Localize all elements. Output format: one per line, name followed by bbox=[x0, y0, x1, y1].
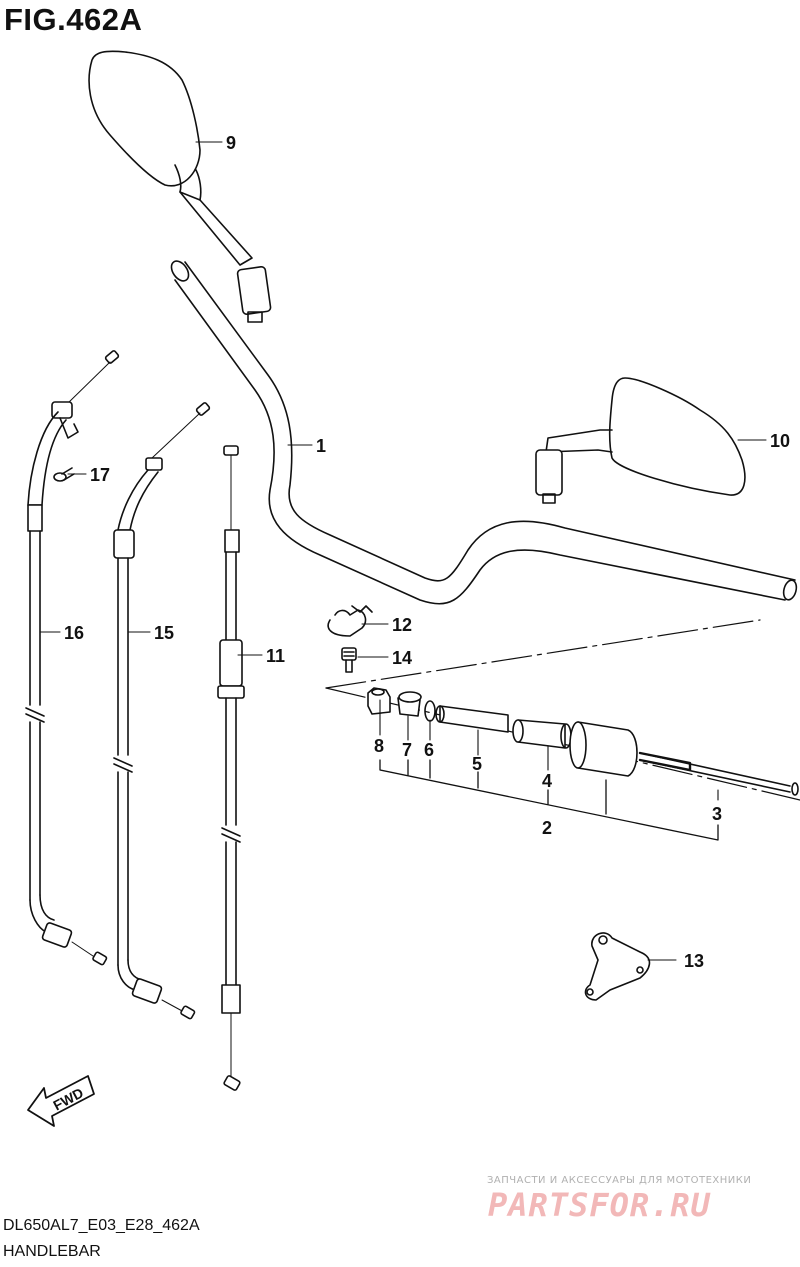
mirror-right-part bbox=[535, 377, 746, 504]
callout-17: 17 bbox=[90, 465, 110, 485]
callout-4: 4 bbox=[542, 771, 552, 791]
figure-title: FIG.462A bbox=[4, 2, 143, 37]
callout-8: 8 bbox=[374, 736, 384, 756]
callout-13: 13 bbox=[684, 951, 704, 971]
callout-15: 15 bbox=[154, 623, 174, 643]
watermark-subtitle: ЗАПЧАСТИ И АКСЕССУАРЫ ДЛЯ МОТОТЕХНИКИ bbox=[487, 1175, 752, 1186]
callout-2: 2 bbox=[542, 818, 552, 838]
callout-10: 10 bbox=[770, 431, 790, 451]
collar-part bbox=[397, 691, 422, 717]
clip-part bbox=[327, 605, 373, 637]
damper-part bbox=[512, 719, 572, 749]
clutch-cable-part bbox=[25, 350, 120, 966]
mirror-left-part bbox=[88, 50, 272, 323]
watermark-logo: PARTSFOR.RU bbox=[488, 1186, 711, 1224]
balancer-weight-part bbox=[569, 721, 638, 777]
callout-9: 9 bbox=[226, 133, 236, 153]
callout-16: 16 bbox=[64, 623, 84, 643]
return-cable-part bbox=[217, 445, 245, 1091]
screw-part bbox=[638, 751, 799, 796]
handlebar-part bbox=[170, 260, 798, 605]
nut-part bbox=[367, 687, 391, 715]
callout-14: 14 bbox=[392, 648, 412, 668]
leader-lines bbox=[39, 141, 767, 961]
callout-11: 11 bbox=[266, 646, 285, 666]
callout-12: 12 bbox=[392, 615, 412, 635]
screw-small-part bbox=[53, 467, 75, 482]
washer-part bbox=[424, 700, 436, 722]
diagram-code: DL650AL7_E03_E28_462A bbox=[3, 1217, 200, 1234]
fwd-arrow-icon bbox=[27, 1075, 95, 1127]
mount-bracket-part bbox=[584, 932, 651, 1001]
assembly-bracket bbox=[379, 759, 719, 841]
bolt-part bbox=[341, 647, 357, 673]
callout-3: 3 bbox=[712, 804, 722, 824]
callout-1: 1 bbox=[316, 436, 326, 456]
callout-6: 6 bbox=[424, 740, 434, 760]
callout-7: 7 bbox=[402, 740, 412, 760]
throttle-cable-part bbox=[113, 402, 211, 1020]
inner-tube-part bbox=[435, 705, 509, 733]
diagram-name: HANDLEBAR bbox=[3, 1243, 101, 1260]
callout-5: 5 bbox=[472, 754, 482, 774]
